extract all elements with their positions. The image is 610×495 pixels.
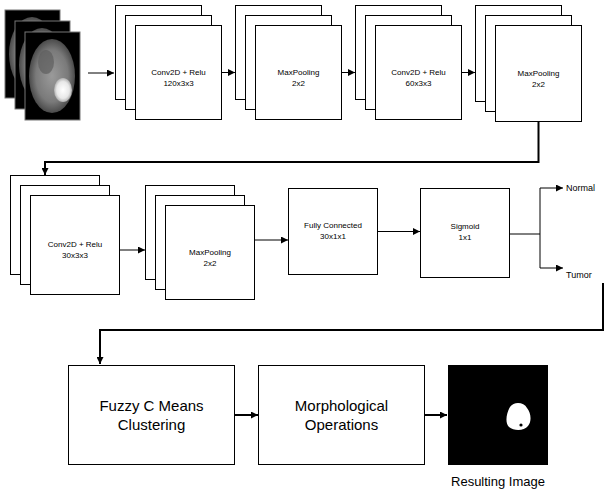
box-label: MaxPooling bbox=[278, 68, 320, 79]
process-box: Sigmoid1x1 bbox=[420, 188, 510, 278]
image-caption: Resulting Image bbox=[438, 474, 558, 489]
layer-face: Conv2D + Relu120x3x3 bbox=[135, 25, 222, 120]
output-label: Tumor bbox=[566, 270, 592, 280]
flow-arrow bbox=[342, 72, 355, 73]
box-label: Conv2D + Relu bbox=[151, 68, 205, 79]
box-label: Sigmoid bbox=[451, 222, 480, 233]
layer-outline bbox=[145, 185, 255, 300]
layer-stack: MaxPooling2x2 bbox=[235, 5, 342, 120]
input-arrow bbox=[88, 73, 114, 74]
box-label: MaxPooling bbox=[518, 69, 560, 80]
box-label: 30x1x1 bbox=[320, 232, 346, 243]
mri-slices bbox=[5, 10, 80, 120]
layer-stack: Conv2D + Relu60x3x3 bbox=[355, 5, 462, 120]
process-box: Morphological Operations bbox=[258, 365, 425, 465]
box-label: 30x3x3 bbox=[62, 251, 88, 262]
output-branch bbox=[510, 188, 563, 268]
layer-outline bbox=[475, 5, 582, 122]
box-label: Conv2D + Relu bbox=[48, 240, 102, 251]
box-label: Morphological Operations bbox=[274, 396, 409, 435]
box-label: MaxPooling bbox=[189, 248, 231, 259]
layer-outline bbox=[115, 5, 222, 120]
flow-arrow bbox=[255, 240, 288, 241]
box-label: 60x3x3 bbox=[406, 79, 432, 90]
flow-arrow bbox=[378, 231, 420, 232]
box-label: 2x2 bbox=[204, 259, 217, 270]
layer-stack: MaxPooling2x2 bbox=[475, 5, 582, 122]
process-box: Fully Connected30x1x1 bbox=[288, 188, 378, 275]
flow-arrow bbox=[235, 414, 258, 416]
layer-stack: Conv2D + Relu30x3x3 bbox=[10, 175, 120, 295]
flow-arrow bbox=[222, 72, 235, 73]
flow-arrow bbox=[45, 122, 539, 175]
layer-face: MaxPooling2x2 bbox=[495, 25, 582, 122]
result-arrow bbox=[425, 414, 447, 416]
layer-outline bbox=[355, 5, 462, 120]
flow-arrow bbox=[462, 72, 475, 73]
process-box: Fuzzy C Means Clustering bbox=[68, 365, 235, 465]
box-label: 2x2 bbox=[532, 80, 545, 91]
layer-outline bbox=[10, 175, 120, 295]
layer-outline bbox=[235, 5, 342, 120]
box-label: 2x2 bbox=[292, 79, 305, 90]
box-label: Fully Connected bbox=[304, 221, 362, 232]
box-label: 120x3x3 bbox=[163, 79, 193, 90]
box-label: Conv2D + Relu bbox=[391, 68, 445, 79]
box-label: Fuzzy C Means Clustering bbox=[84, 396, 219, 435]
result-image bbox=[448, 365, 548, 465]
layer-face: Conv2D + Relu30x3x3 bbox=[30, 195, 120, 295]
layer-face: MaxPooling2x2 bbox=[165, 205, 255, 300]
flow-arrow bbox=[120, 250, 145, 251]
layer-face: Conv2D + Relu60x3x3 bbox=[375, 25, 462, 120]
box-label: 1x1 bbox=[459, 233, 472, 244]
layer-stack: MaxPooling2x2 bbox=[145, 185, 255, 300]
output-label: Normal bbox=[566, 183, 595, 193]
layer-stack: Conv2D + Relu120x3x3 bbox=[115, 5, 222, 120]
layer-face: MaxPooling2x2 bbox=[255, 25, 342, 120]
